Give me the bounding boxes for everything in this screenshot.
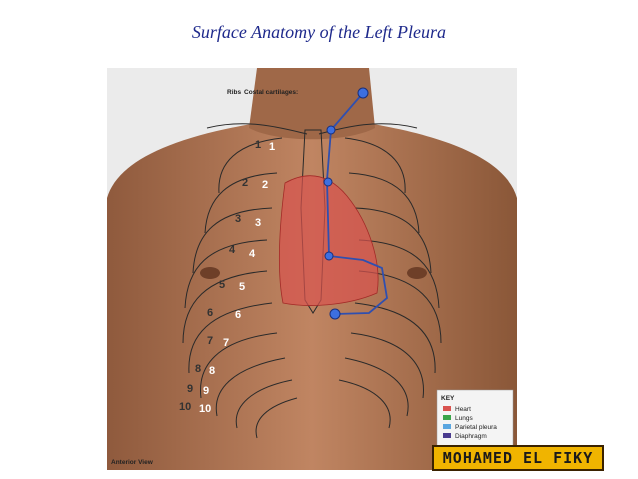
pleura-point-5: [329, 308, 341, 320]
neck: [249, 68, 375, 140]
rib-number: 9: [187, 383, 193, 395]
rib-number: 1: [255, 139, 261, 151]
author-badge: MOHAMED EL FIKY: [432, 445, 604, 471]
cartilage-number: 2: [262, 179, 268, 191]
left-clavicle: [318, 123, 418, 135]
right-clavicle: [206, 123, 308, 135]
costal-cartilages-header: Costal cartilages:: [244, 89, 298, 96]
cartilage-number: 8: [209, 365, 215, 377]
color-key: KEY Heart Lungs Parietal pleura Diaphrag…: [436, 389, 514, 447]
rib-number: 10: [179, 401, 191, 413]
rib-number: 4: [229, 244, 236, 256]
key-swatch-lungs: [443, 415, 451, 420]
key-label-lungs: Lungs: [455, 415, 473, 422]
key-title: KEY: [441, 395, 455, 402]
rib-number: 2: [242, 177, 248, 189]
right-nipple: [200, 267, 220, 279]
rib-number: 7: [207, 335, 213, 347]
cartilage-number: 10: [199, 403, 211, 415]
key-label-heart: Heart: [455, 406, 471, 413]
pleura-point-3: [323, 177, 333, 187]
cartilage-number: 1: [269, 141, 275, 153]
cartilage-number: 4: [249, 248, 256, 260]
rib-numbers: 1 1 2 2 3 3 4 4 5 5 6 6 7 7 8 8 9 9 10 1…: [179, 139, 275, 415]
key-label-pleura: Parietal pleura: [455, 424, 497, 431]
cartilage-number: 7: [223, 337, 229, 349]
view-caption: Anterior View: [111, 459, 154, 466]
left-nipple: [407, 267, 427, 279]
pleura-point-1: [357, 87, 369, 99]
cartilage-number: 5: [239, 281, 245, 293]
cartilage-number: 6: [235, 309, 241, 321]
key-swatch-heart: [443, 406, 451, 411]
key-swatch-pleura: [443, 424, 451, 429]
rib-number: 6: [207, 307, 213, 319]
rib-number: 8: [195, 363, 201, 375]
rib-number: 3: [235, 213, 241, 225]
key-swatch-diaphragm: [443, 433, 451, 438]
cartilage-number: 9: [203, 385, 209, 397]
pleura-point-4: [324, 251, 334, 261]
pleura-point-2: [326, 125, 336, 135]
ribs-header: Ribs: [227, 89, 241, 96]
rib-number: 5: [219, 279, 225, 291]
key-label-diaphragm: Diaphragm: [455, 433, 487, 440]
rib-outlines: [182, 137, 442, 439]
cartilage-number: 3: [255, 217, 261, 229]
slide-title: Surface Anatomy of the Left Pleura: [191, 22, 447, 42]
pleura-line: [326, 92, 388, 315]
chest-anatomy-photo: Ribs Costal cartilages: 1 1 2 2 3 3 4 4 …: [107, 68, 517, 470]
